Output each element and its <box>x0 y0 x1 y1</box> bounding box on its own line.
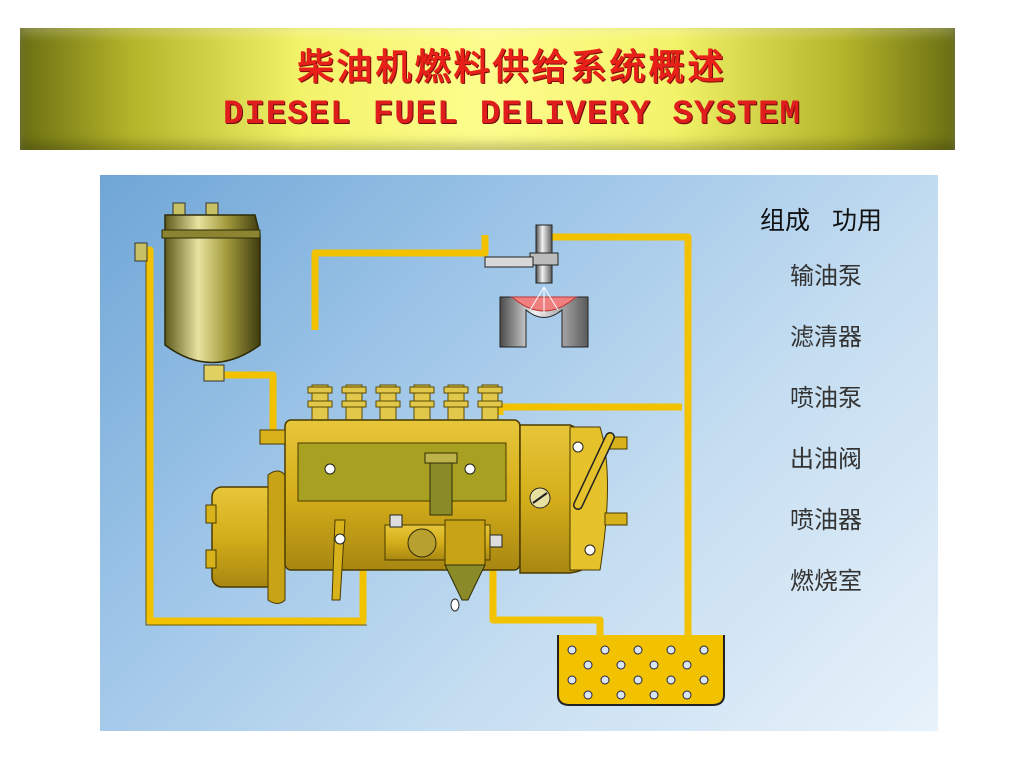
legend-header: 组成功用 <box>760 201 930 237</box>
fuel-filter <box>134 202 261 382</box>
fuel-tank <box>557 635 725 706</box>
fuel-line-pump-top <box>496 403 682 415</box>
title-banner <box>20 28 955 150</box>
legend-item-combustion-chamber[interactable]: 燃烧室 <box>790 567 862 595</box>
page-subtitle: DIESEL FUEL DELIVERY SYSTEM <box>223 96 801 134</box>
component-legend: 组成功用 输油泵 滤清器 喷油泵 出油阀 喷油器 燃烧室 <box>760 201 930 595</box>
legend-item-delivery-valve[interactable]: 出油阀 <box>790 445 862 473</box>
delivery-valves <box>307 384 503 424</box>
legend-col-components[interactable]: 组成 <box>760 206 811 235</box>
fuel-lines <box>143 233 692 643</box>
legend-item-filter[interactable]: 滤清器 <box>790 323 862 351</box>
diagram-panel: 组成功用 输油泵 滤清器 喷油泵 出油阀 喷油器 燃烧室 <box>100 175 938 731</box>
legend-item-feed-pump[interactable]: 输油泵 <box>790 262 862 290</box>
legend-item-injector[interactable]: 喷油器 <box>790 506 862 534</box>
combustion-chamber <box>499 286 589 348</box>
fuel-line-return-left <box>143 246 367 625</box>
page-title: 柴油机燃料供给系统概述 <box>297 46 727 88</box>
fuel-system-diagram <box>134 202 725 706</box>
feed-pump <box>384 452 503 612</box>
legend-item-injection-pump[interactable]: 喷油泵 <box>790 384 862 412</box>
fuel-line-to-tank <box>489 540 604 643</box>
fuel-line-return-tank <box>545 233 692 643</box>
fuel-line-to-injector <box>311 235 489 330</box>
injector <box>484 224 559 284</box>
fuel-line-filter-pump <box>210 371 277 430</box>
injection-pump <box>205 419 628 604</box>
legend-col-functions[interactable]: 功用 <box>832 206 883 235</box>
legend-items: 输油泵 滤清器 喷油泵 出油阀 喷油器 燃烧室 <box>790 259 862 625</box>
